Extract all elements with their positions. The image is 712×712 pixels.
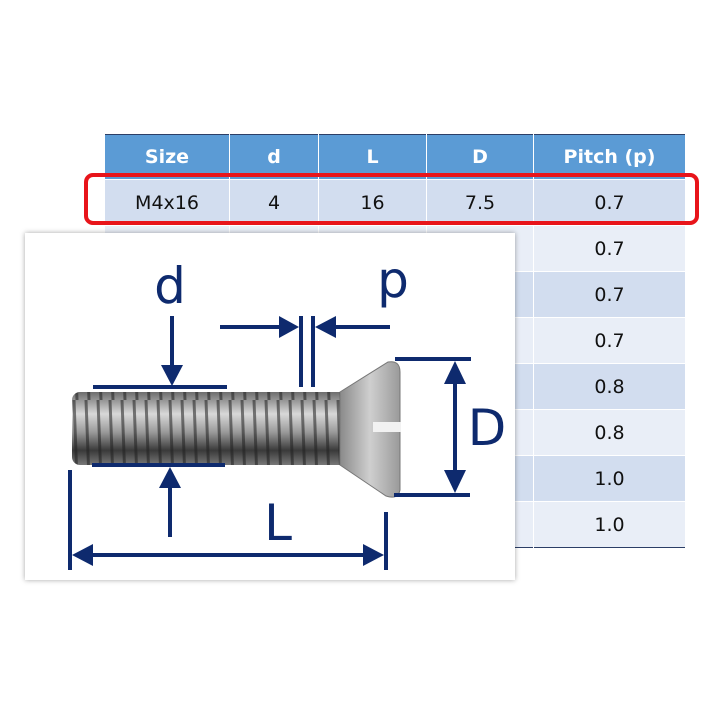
header-d: d bbox=[229, 134, 319, 180]
screw-image bbox=[72, 361, 401, 498]
cell-D: 7.5 bbox=[426, 179, 534, 226]
header-size: Size bbox=[104, 134, 230, 180]
dimension-lines bbox=[68, 316, 471, 570]
header-pitch: Pitch (p) bbox=[533, 134, 686, 180]
header-D: D bbox=[426, 134, 534, 180]
highlight-outline bbox=[84, 173, 699, 225]
cell-pitch: 0.7 bbox=[533, 317, 686, 364]
cell-pitch: 0.7 bbox=[533, 179, 686, 226]
label-D: D bbox=[468, 399, 507, 457]
label-L: L bbox=[264, 494, 292, 552]
cell-pitch: 0.8 bbox=[533, 363, 686, 410]
table-header-row: Size d L D Pitch (p) bbox=[104, 134, 686, 180]
label-p: p bbox=[377, 251, 409, 309]
cell-L: 16 bbox=[318, 179, 427, 226]
table-row-highlighted: M4x16 4 16 7.5 0.7 bbox=[104, 179, 686, 226]
cell-pitch: 1.0 bbox=[533, 501, 686, 548]
header-L: L bbox=[318, 134, 427, 180]
label-d: d bbox=[154, 257, 186, 315]
screw-diagram: d p D L bbox=[68, 251, 507, 570]
cell-d: 4 bbox=[229, 179, 319, 226]
cell-size: M4x16 bbox=[104, 179, 230, 226]
cell-pitch: 1.0 bbox=[533, 455, 686, 502]
cell-pitch: 0.8 bbox=[533, 409, 686, 456]
cell-pitch: 0.7 bbox=[533, 271, 686, 318]
screw-diagram-panel: d p D L bbox=[25, 233, 515, 580]
cell-pitch: 0.7 bbox=[533, 225, 686, 272]
